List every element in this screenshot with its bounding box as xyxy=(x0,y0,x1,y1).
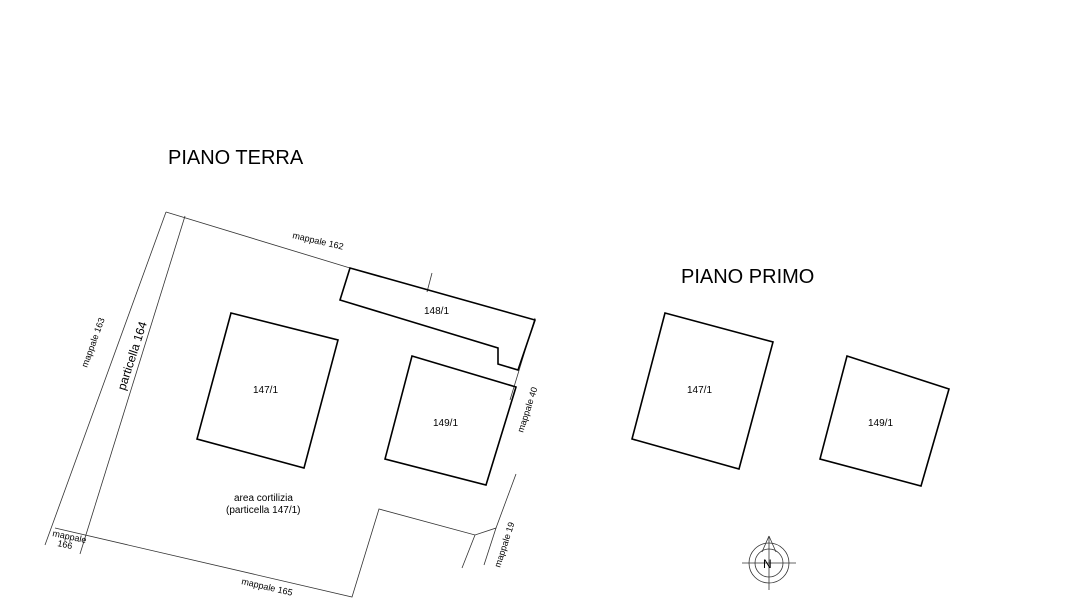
title-piano-primo: PIANO PRIMO xyxy=(681,266,814,288)
boundary-line-south xyxy=(54,473,517,598)
north-arrow-icon xyxy=(742,535,796,590)
unit-147-1-ground xyxy=(196,312,339,469)
label-mappale-40: mappale 40 xyxy=(515,386,539,434)
label-unit-147-1-first: 147/1 xyxy=(687,385,712,396)
unit-148-1-ground xyxy=(338,267,537,371)
unit-149-1-ground xyxy=(384,354,518,486)
label-mappale-165: mappale 165 xyxy=(241,576,294,597)
label-particella-147-1: (particella 147/1) xyxy=(226,505,300,516)
label-mappale-163: mappale 163 xyxy=(79,316,106,368)
label-mappale-162: mappale 162 xyxy=(292,230,345,251)
boundary-line-southeast-a xyxy=(461,534,476,569)
boundary-tick-north xyxy=(426,272,433,293)
ground-floor-boundaries xyxy=(44,211,536,598)
north-arrow-letter: N xyxy=(763,557,772,571)
title-piano-terra: PIANO TERRA xyxy=(168,147,304,169)
unit-149-1-first xyxy=(819,354,950,487)
label-unit-149-1-ground: 149/1 xyxy=(433,418,458,429)
label-area-cortilizia: area cortilizia xyxy=(234,493,293,504)
boundary-line-west-inner xyxy=(79,215,186,555)
boundary-line-southeast-b xyxy=(483,527,497,566)
label-particella-164: particella 164 xyxy=(115,319,150,392)
label-unit-148-1-ground: 148/1 xyxy=(424,306,449,317)
boundary-line-north xyxy=(165,211,351,269)
label-mappale-166-line2: 166 xyxy=(57,538,74,551)
boundary-line-west-outer xyxy=(44,211,167,546)
unit-147-1-first xyxy=(631,312,774,470)
label-unit-147-1-ground: 147/1 xyxy=(253,385,278,396)
label-unit-149-1-first: 149/1 xyxy=(868,418,893,429)
